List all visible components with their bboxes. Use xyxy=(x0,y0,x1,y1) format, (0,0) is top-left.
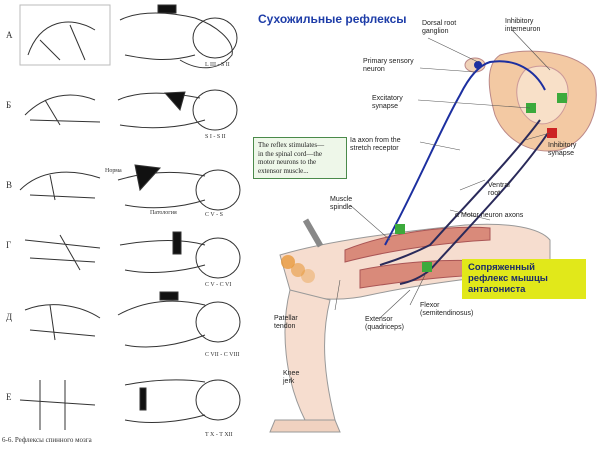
row-letter-g: Г xyxy=(6,240,12,250)
row-d-drawing xyxy=(24,291,241,348)
stimulus-note: The reflex stimulates— in the spinal cor… xyxy=(253,137,347,179)
label-excitatory-synapse: Excitatory synapse xyxy=(372,95,403,110)
segment-a: L III - S II xyxy=(205,62,230,68)
antagonist-reflex-note: Сопряженный рефлекс мышцы антагониста xyxy=(462,259,586,299)
row-letter-v: В xyxy=(6,180,13,190)
row-e-drawing xyxy=(19,379,241,430)
row-v-drawing xyxy=(19,164,241,211)
row-a-drawing xyxy=(19,4,238,69)
label-alpha-motor: α Motor neuron axons xyxy=(455,212,524,219)
label-dorsal-root-ganglion: Dorsal root ganglion xyxy=(422,20,457,35)
label-ventral-root: Ventral root xyxy=(488,182,510,197)
segment-g: C V - C VI xyxy=(205,282,232,288)
b-label-normal: Норма xyxy=(105,168,122,174)
figure-caption: 6-6. Рефлексы спинного мозга xyxy=(2,436,92,444)
left-illustrations xyxy=(19,4,241,430)
label-knee-jerk: Knee jerk xyxy=(283,370,300,385)
segment-e: T X - T XII xyxy=(205,432,233,438)
leader-lines xyxy=(334,29,551,319)
row-b-drawing xyxy=(24,89,238,131)
label-ia-axon: Ia axon from the stretch receptor xyxy=(350,137,401,152)
label-patellar-tendon: Patellar tendon xyxy=(274,315,298,330)
page-title: Сухожильные рефлексы xyxy=(258,12,407,26)
spinal-cord xyxy=(464,50,597,152)
segment-d: C VII - C VIII xyxy=(205,352,240,358)
label-inhibitory-interneuron: Inhibitory interneuron xyxy=(505,18,541,33)
row-g-drawing xyxy=(24,231,241,279)
row-letter-e: Е xyxy=(6,392,12,402)
leg xyxy=(269,223,551,433)
label-muscle-spindle: Muscle spindle xyxy=(330,196,353,211)
extensor-muscle xyxy=(344,226,491,263)
reflex-arc-diagram xyxy=(269,29,597,433)
label-primary-sensory-neuron: Primary sensory neuron xyxy=(363,58,414,73)
label-extensor: Extensor (quadriceps) xyxy=(365,316,404,331)
segment-b: S I - S II xyxy=(205,134,226,140)
motor-neuron-path xyxy=(379,119,551,285)
label-flexor: Flexor (semitendinosus) xyxy=(420,302,474,317)
synapses xyxy=(395,93,567,272)
b-label-pathology: Патология xyxy=(150,210,177,216)
label-inhibitory-synapse: Inhibitory synapse xyxy=(548,142,577,157)
row-letter-a: А xyxy=(6,30,13,40)
left-panel: А Б В Г Д Е L III - S II S I - S II C V … xyxy=(0,0,250,450)
row-letter-b: Б xyxy=(6,100,12,110)
segment-v: C V - S xyxy=(205,212,223,218)
reflex-hammer xyxy=(281,218,324,283)
row-letter-d: Д xyxy=(6,312,13,322)
